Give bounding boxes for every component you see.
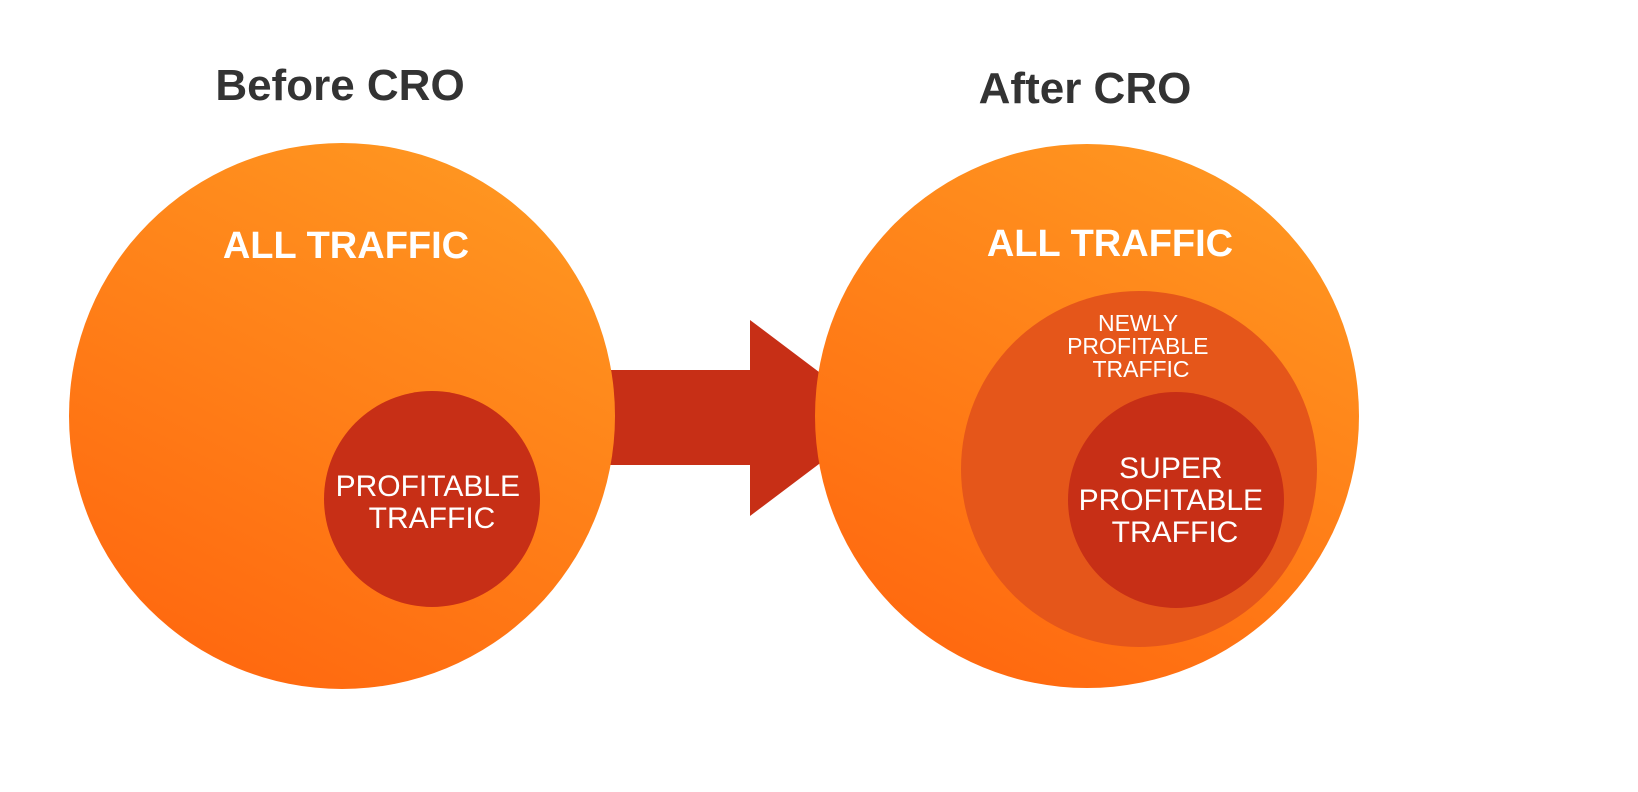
after-newly-profitable-traffic-label: NEWLY PROFITABLE TRAFFIC: [1067, 310, 1215, 382]
after-newly-line-1: NEWLY: [1098, 310, 1178, 336]
before-profitable-traffic-label: PROFITABLE TRAFFIC: [336, 470, 529, 535]
before-cro-group: ALL TRAFFIC PROFITABLE TRAFFIC: [69, 143, 615, 689]
after-all-traffic-label: ALL TRAFFIC: [987, 223, 1233, 265]
after-newly-line-2: PROFITABLE: [1067, 333, 1208, 359]
before-profitable-line-1: PROFITABLE: [336, 470, 520, 503]
after-super-line-2: PROFITABLE: [1079, 484, 1263, 517]
before-cro-heading: Before CRO: [215, 61, 464, 110]
before-profitable-line-2: TRAFFIC: [369, 502, 496, 535]
after-newly-line-3: TRAFFIC: [1092, 356, 1189, 382]
after-cro-group: ALL TRAFFIC NEWLY PROFITABLE TRAFFIC SUP…: [815, 144, 1359, 688]
before-all-traffic-label: ALL TRAFFIC: [223, 225, 469, 267]
after-super-line-1: SUPER: [1119, 452, 1222, 485]
transition-arrow: [590, 320, 880, 516]
after-super-line-3: TRAFFIC: [1112, 516, 1239, 549]
after-super-profitable-traffic-circle: [1068, 392, 1284, 608]
before-profitable-traffic-circle: [324, 391, 540, 607]
after-cro-heading: After CRO: [979, 64, 1192, 113]
after-super-profitable-traffic-label: SUPER PROFITABLE TRAFFIC: [1079, 452, 1272, 549]
